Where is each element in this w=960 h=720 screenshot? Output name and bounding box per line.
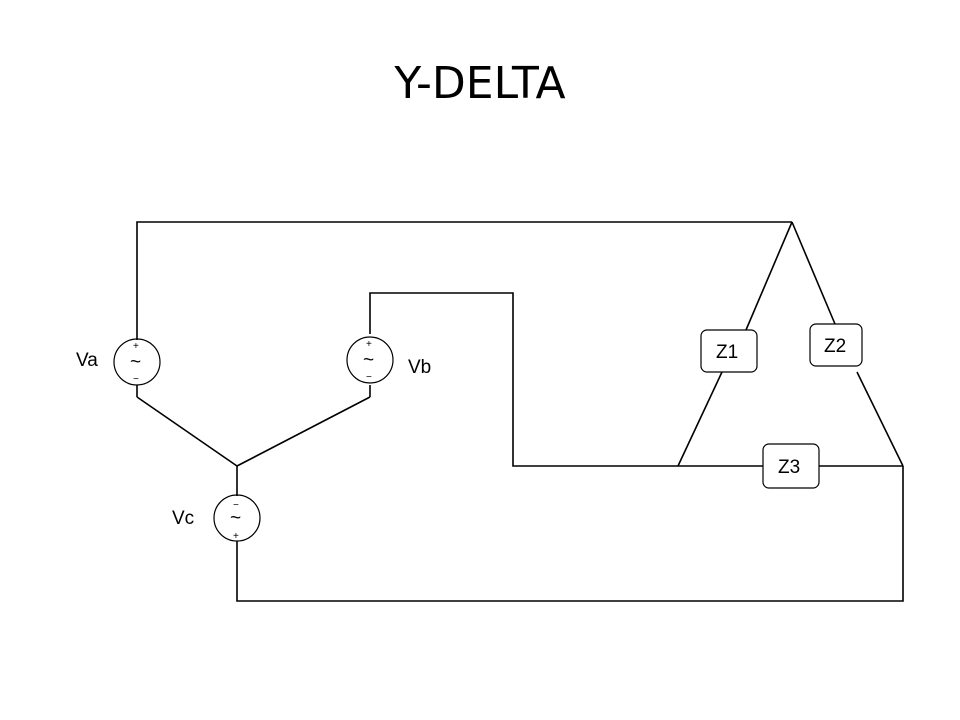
source-va-bottom-sign: − (133, 374, 139, 385)
wire-apex-to-z1 (745, 221, 793, 331)
wire-vc-to-right-corner (236, 466, 904, 602)
impedance-z3-box (762, 443, 820, 489)
voltage-source-vc: − ~ + Vc (172, 494, 261, 542)
source-vc-symbol: ~ (230, 508, 241, 529)
source-vc-top-sign: − (233, 500, 239, 511)
impedance-z2-label: Z2 (824, 336, 846, 357)
wire-va-diagonal (136, 396, 238, 467)
wire-vb-diagonal (236, 396, 371, 467)
wire-z1-to-left-corner (677, 371, 723, 467)
source-vb-symbol: ~ (363, 350, 374, 371)
source-vb-bottom-sign: − (366, 372, 372, 383)
wire-apex-to-z2 (791, 221, 836, 325)
voltage-source-vb: + ~ − Vb (346, 336, 431, 384)
wire-z2-to-right-corner (856, 371, 904, 467)
source-vc-label: Vc (172, 508, 194, 529)
impedance-z1-box (700, 329, 758, 373)
wire-vb-to-left-corner (369, 292, 678, 467)
impedance-z3: Z3 (762, 443, 820, 489)
impedance-z2: Z2 (809, 323, 863, 367)
slide-title: Y-DELTA (394, 58, 566, 109)
impedance-z2-box (809, 323, 863, 367)
source-va-symbol: ~ (130, 352, 141, 373)
source-vb-label: Vb (408, 357, 431, 378)
voltage-source-va: + ~ − Va (76, 338, 161, 386)
wire-va-to-apex (136, 221, 792, 340)
source-va-top-sign: + (133, 341, 139, 352)
source-vc-bottom-sign: + (233, 531, 239, 542)
impedance-z3-label: Z3 (778, 457, 800, 478)
source-va-label: Va (76, 350, 98, 371)
source-vb-top-sign: + (366, 339, 372, 350)
circuit-wires (136, 221, 904, 602)
source-va-circle (113, 338, 161, 386)
source-vb-circle (346, 336, 394, 384)
impedance-z1: Z1 (700, 329, 758, 373)
impedance-z1-label: Z1 (716, 342, 738, 363)
source-vc-circle (213, 494, 261, 542)
